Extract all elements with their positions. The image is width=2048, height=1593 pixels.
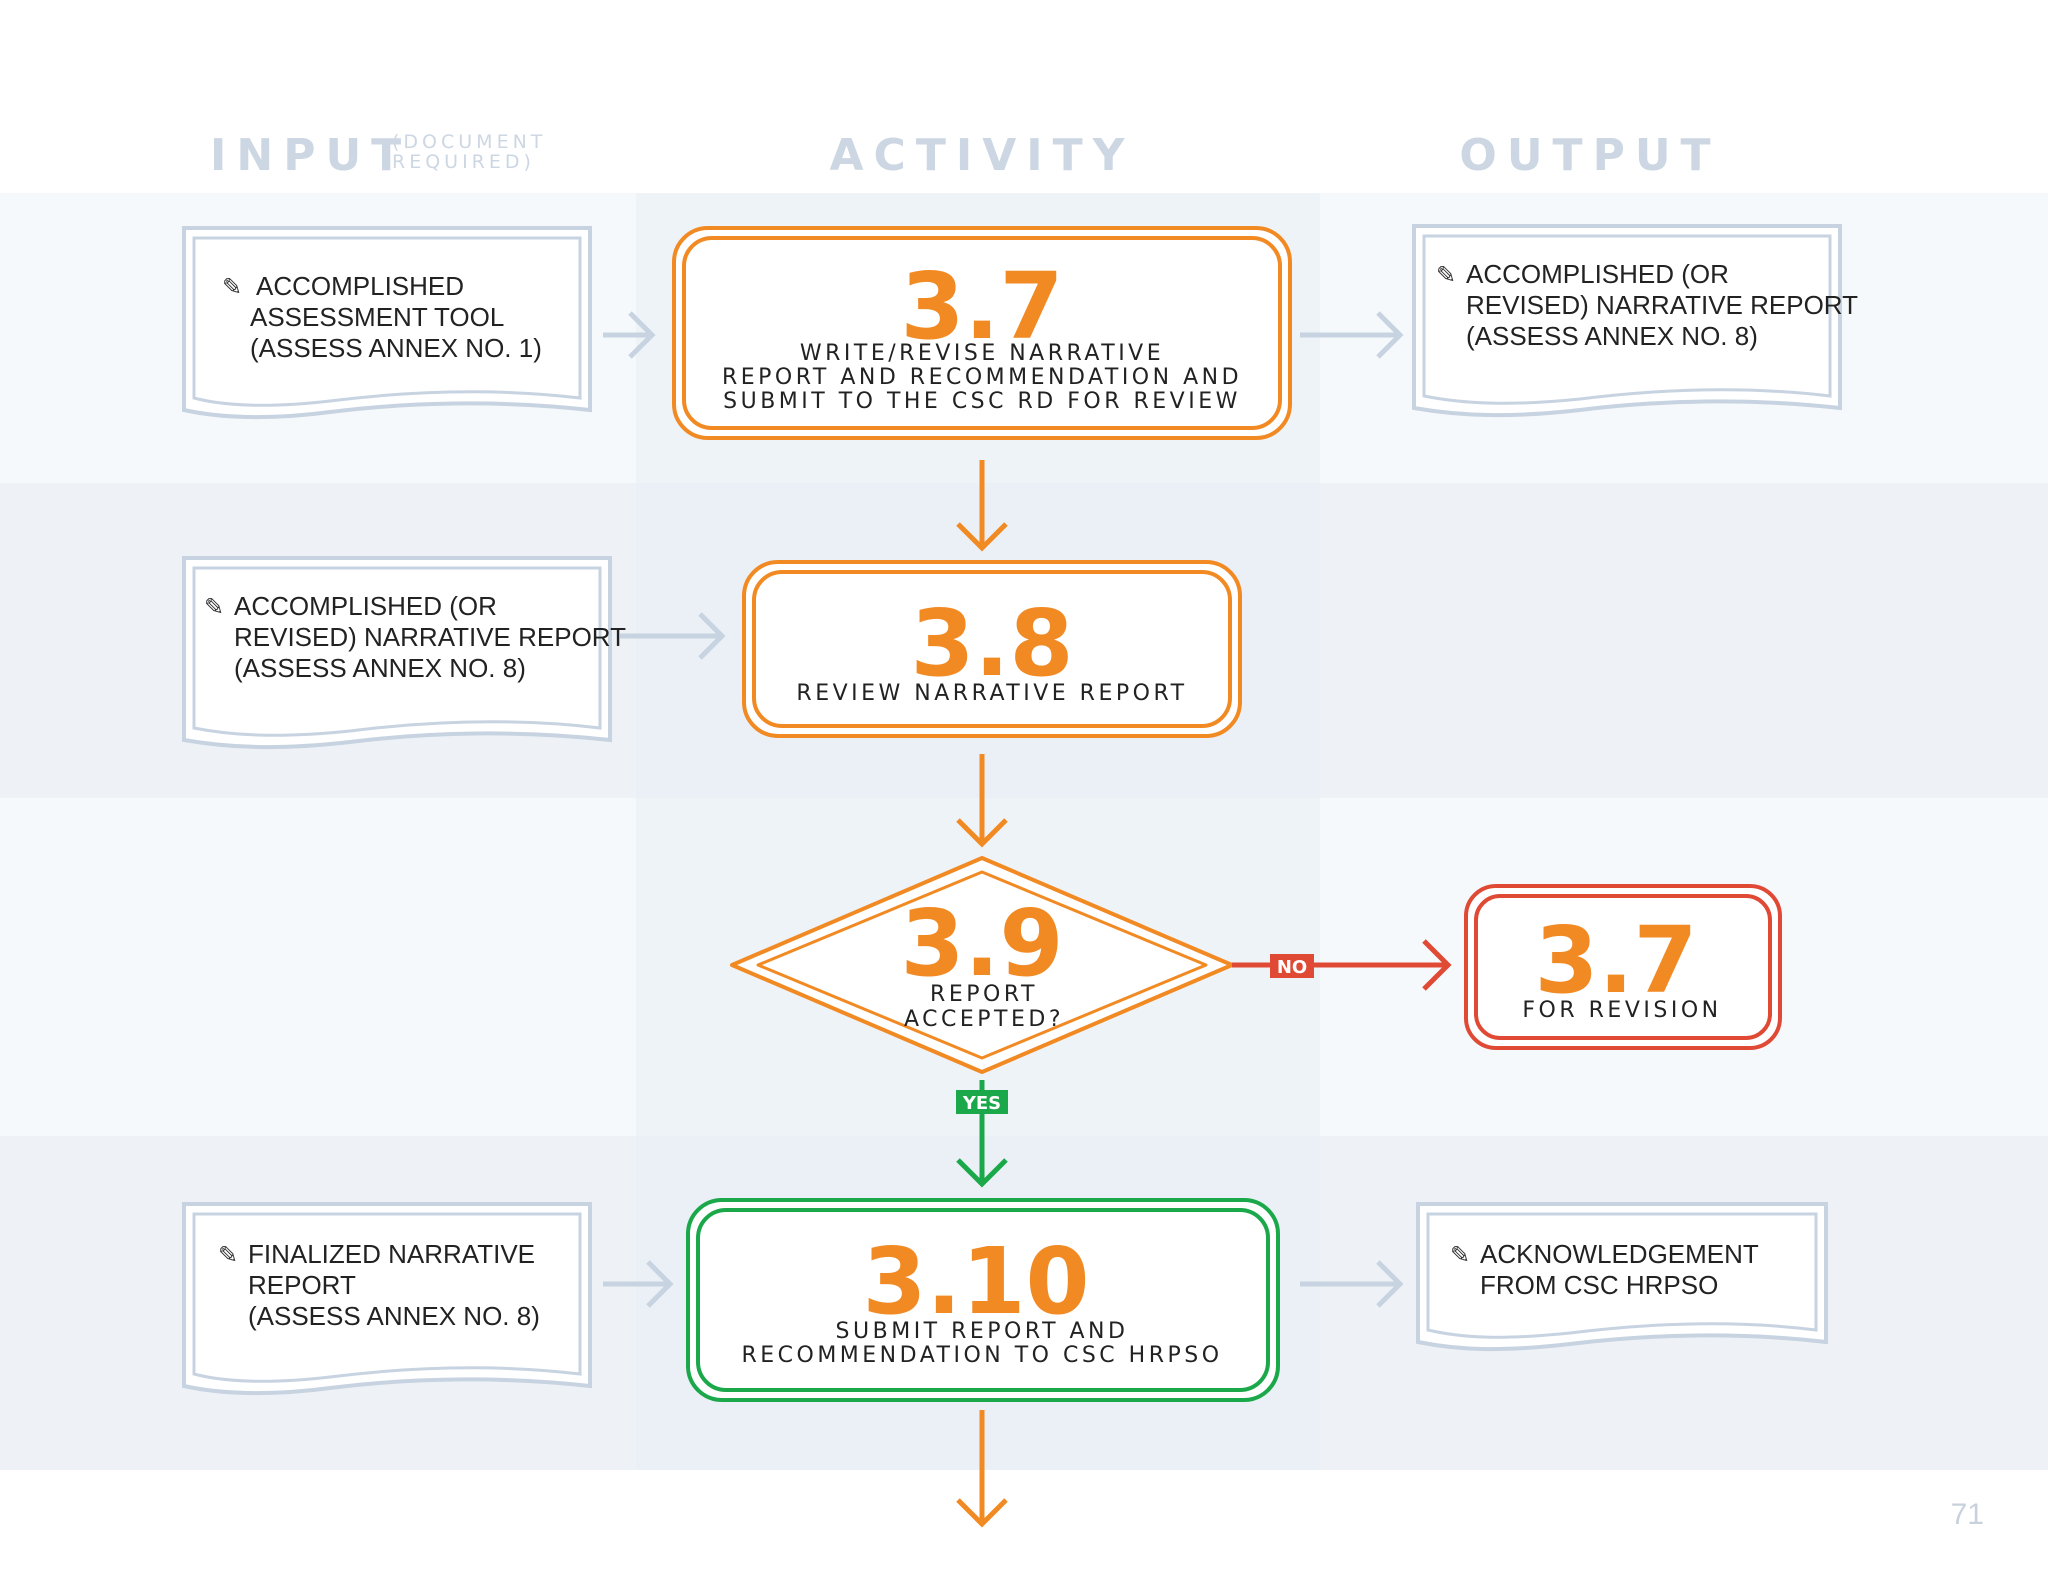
output-document-2: ✎ ACKNOWLEDGEMENT FROM CSC HRPSO (1416, 1202, 1828, 1352)
activity-3-7-line-3: SUBMIT TO THE CSC RD FOR REVIEW (723, 389, 1241, 414)
input-3-line-1: FINALIZED NARRATIVE (248, 1239, 535, 1269)
activity-3-7-line-1: WRITE/REVISE NARRATIVE (800, 341, 1164, 366)
output-1-line-3: (ASSESS ANNEX NO. 8) (1466, 321, 1758, 351)
output-1-line-1: ACCOMPLISHED (OR (1466, 259, 1729, 289)
arrow-activity-to-output-1 (1300, 311, 1404, 359)
no-label: NO (1277, 957, 1307, 978)
activity-3-10-number: 3.10 (863, 1228, 1090, 1335)
revision-3-7-box: 3.7 FOR REVISION (1464, 884, 1782, 1050)
input-1-line-1: ACCOMPLISHED (256, 271, 464, 301)
yes-label-badge (956, 1090, 1008, 1114)
paperclip-icon: ✎ (1450, 1242, 1470, 1269)
header-activity: ACTIVITY (829, 130, 1134, 181)
decision-3-9-diamond: 3.9 REPORT ACCEPTED? (730, 856, 1234, 1074)
activity-3-7-box: 3.7 WRITE/REVISE NARRATIVE REPORT AND RE… (672, 226, 1292, 440)
arrow-3-10-continue (956, 1410, 1008, 1528)
input-3-line-2: REPORT (248, 1270, 356, 1300)
activity-3-7-number: 3.7 (901, 253, 1064, 360)
decision-3-9-line-1: REPORT (930, 982, 1038, 1007)
input-1-line-3: (ASSESS ANNEX NO. 1) (250, 333, 542, 363)
input-3-line-3: (ASSESS ANNEX NO. 8) (248, 1301, 540, 1331)
activity-3-10-line-2: RECOMMENDATION TO CSC HRPSO (741, 1343, 1222, 1368)
input-2-line-2: REVISED) NARRATIVE REPORT (234, 622, 626, 652)
header-input: INPUT (210, 130, 411, 181)
output-document-1: ✎ ACCOMPLISHED (OR REVISED) NARRATIVE RE… (1412, 224, 1858, 418)
activity-3-8-number: 3.8 (911, 590, 1074, 697)
arrow-activity-to-output-2 (1300, 1260, 1404, 1308)
header-output: OUTPUT (1459, 130, 1720, 181)
yes-label: YES (962, 1093, 1001, 1114)
no-label-badge (1270, 954, 1314, 978)
arrow-3-8-to-3-9 (956, 754, 1008, 848)
page-number: 71 (1951, 1498, 1984, 1531)
paperclip-icon: ✎ (222, 274, 242, 301)
input-1-line-2: ASSESSMENT TOOL (250, 302, 504, 332)
paperclip-icon: ✎ (204, 594, 224, 621)
arrow-no-to-revision: NO (1232, 939, 1452, 991)
revision-number: 3.7 (1535, 907, 1698, 1014)
paperclip-icon: ✎ (218, 1242, 238, 1269)
activity-3-10-box: 3.10 SUBMIT REPORT AND RECOMMENDATION TO… (686, 1198, 1280, 1402)
activity-3-8-line-1: REVIEW NARRATIVE REPORT (796, 681, 1187, 706)
output-1-line-2: REVISED) NARRATIVE REPORT (1466, 290, 1858, 320)
activity-3-7-line-2: REPORT AND RECOMMENDATION AND (722, 365, 1242, 390)
output-2-line-2: FROM CSC HRPSO (1480, 1270, 1718, 1300)
input-document-1: ✎ ACCOMPLISHED ASSESSMENT TOOL (ASSESS A… (182, 226, 592, 420)
paperclip-icon: ✎ (1436, 262, 1456, 289)
revision-label: FOR REVISION (1522, 998, 1721, 1023)
input-2-line-1: ACCOMPLISHED (OR (234, 591, 497, 621)
arrow-input-3-to-activity (603, 1260, 674, 1308)
arrow-input-1-to-activity (603, 311, 656, 359)
activity-3-8-box: 3.8 REVIEW NARRATIVE REPORT (742, 560, 1242, 738)
input-2-line-3: (ASSESS ANNEX NO. 8) (234, 653, 526, 683)
decision-3-9-number: 3.9 (901, 890, 1064, 997)
header-input-sub-2: REQUIRED) (392, 151, 535, 173)
header-input-sub-1: (DOCUMENT (392, 131, 546, 153)
arrow-3-7-to-3-8 (956, 460, 1008, 552)
arrow-yes-to-3-10: YES (956, 1080, 1008, 1188)
input-document-2: ✎ ACCOMPLISHED (OR REVISED) NARRATIVE RE… (182, 556, 626, 750)
activity-3-10-line-1: SUBMIT REPORT AND (836, 1319, 1129, 1344)
output-2-line-1: ACKNOWLEDGEMENT (1480, 1239, 1759, 1269)
input-document-3: ✎ FINALIZED NARRATIVE REPORT (ASSESS ANN… (182, 1202, 592, 1396)
decision-3-9-line-2: ACCEPTED? (904, 1007, 1064, 1032)
arrow-input-2-to-activity (620, 612, 726, 660)
